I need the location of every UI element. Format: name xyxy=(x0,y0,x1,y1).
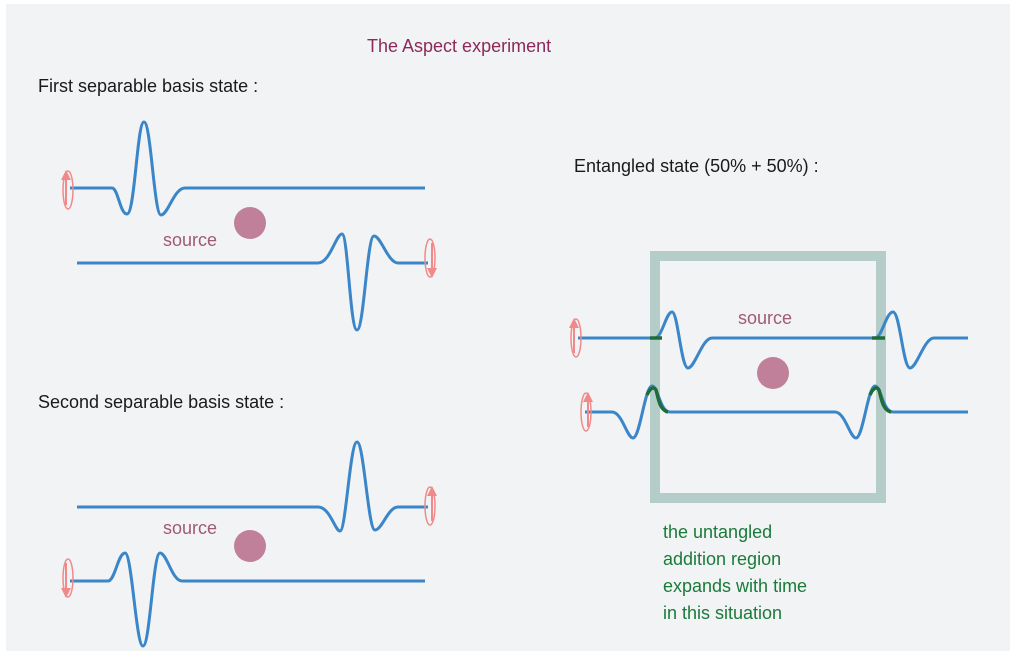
second-state-label: Second separable basis state : xyxy=(38,392,285,412)
polarizer-arrow-icon xyxy=(61,558,74,598)
source-label: source xyxy=(163,518,218,538)
first-state-label: First separable basis state : xyxy=(38,76,259,96)
entangled-wave-top xyxy=(578,310,968,370)
polarizer-arrow-icon xyxy=(424,486,437,526)
polarizer-arrow-icon xyxy=(580,392,593,432)
source-dot-icon xyxy=(757,357,789,389)
entangled-state-label: Entangled state (50% + 50%) : xyxy=(574,156,819,176)
source-label: source xyxy=(163,230,218,250)
note-line: addition region xyxy=(663,549,782,569)
second-state-wave-bottom xyxy=(70,551,425,648)
first-state-wave-top xyxy=(70,120,425,217)
note-line: expands with time xyxy=(663,576,808,596)
first-state-wave-bottom xyxy=(77,232,428,332)
polarizer-arrow-icon xyxy=(424,238,437,278)
diagram-panel xyxy=(6,4,1010,651)
overlap-segment xyxy=(645,386,669,414)
polarizer-arrow-icon xyxy=(569,318,582,358)
source-dot-icon xyxy=(234,207,266,239)
untangled-region-box xyxy=(650,251,886,503)
overlap-segment xyxy=(868,386,892,414)
source-dot-icon xyxy=(234,530,266,562)
diagram-title: The Aspect experiment xyxy=(367,36,552,56)
note-line: the untangled xyxy=(663,522,773,542)
source-label: source xyxy=(738,308,793,328)
second-state-wave-top xyxy=(77,440,428,533)
untangled-region-note: the untangled addition region expands wi… xyxy=(663,519,807,627)
note-line: in this situation xyxy=(663,603,783,623)
entangled-wave-bottom xyxy=(585,384,968,440)
polarizer-arrow-icon xyxy=(61,170,74,210)
